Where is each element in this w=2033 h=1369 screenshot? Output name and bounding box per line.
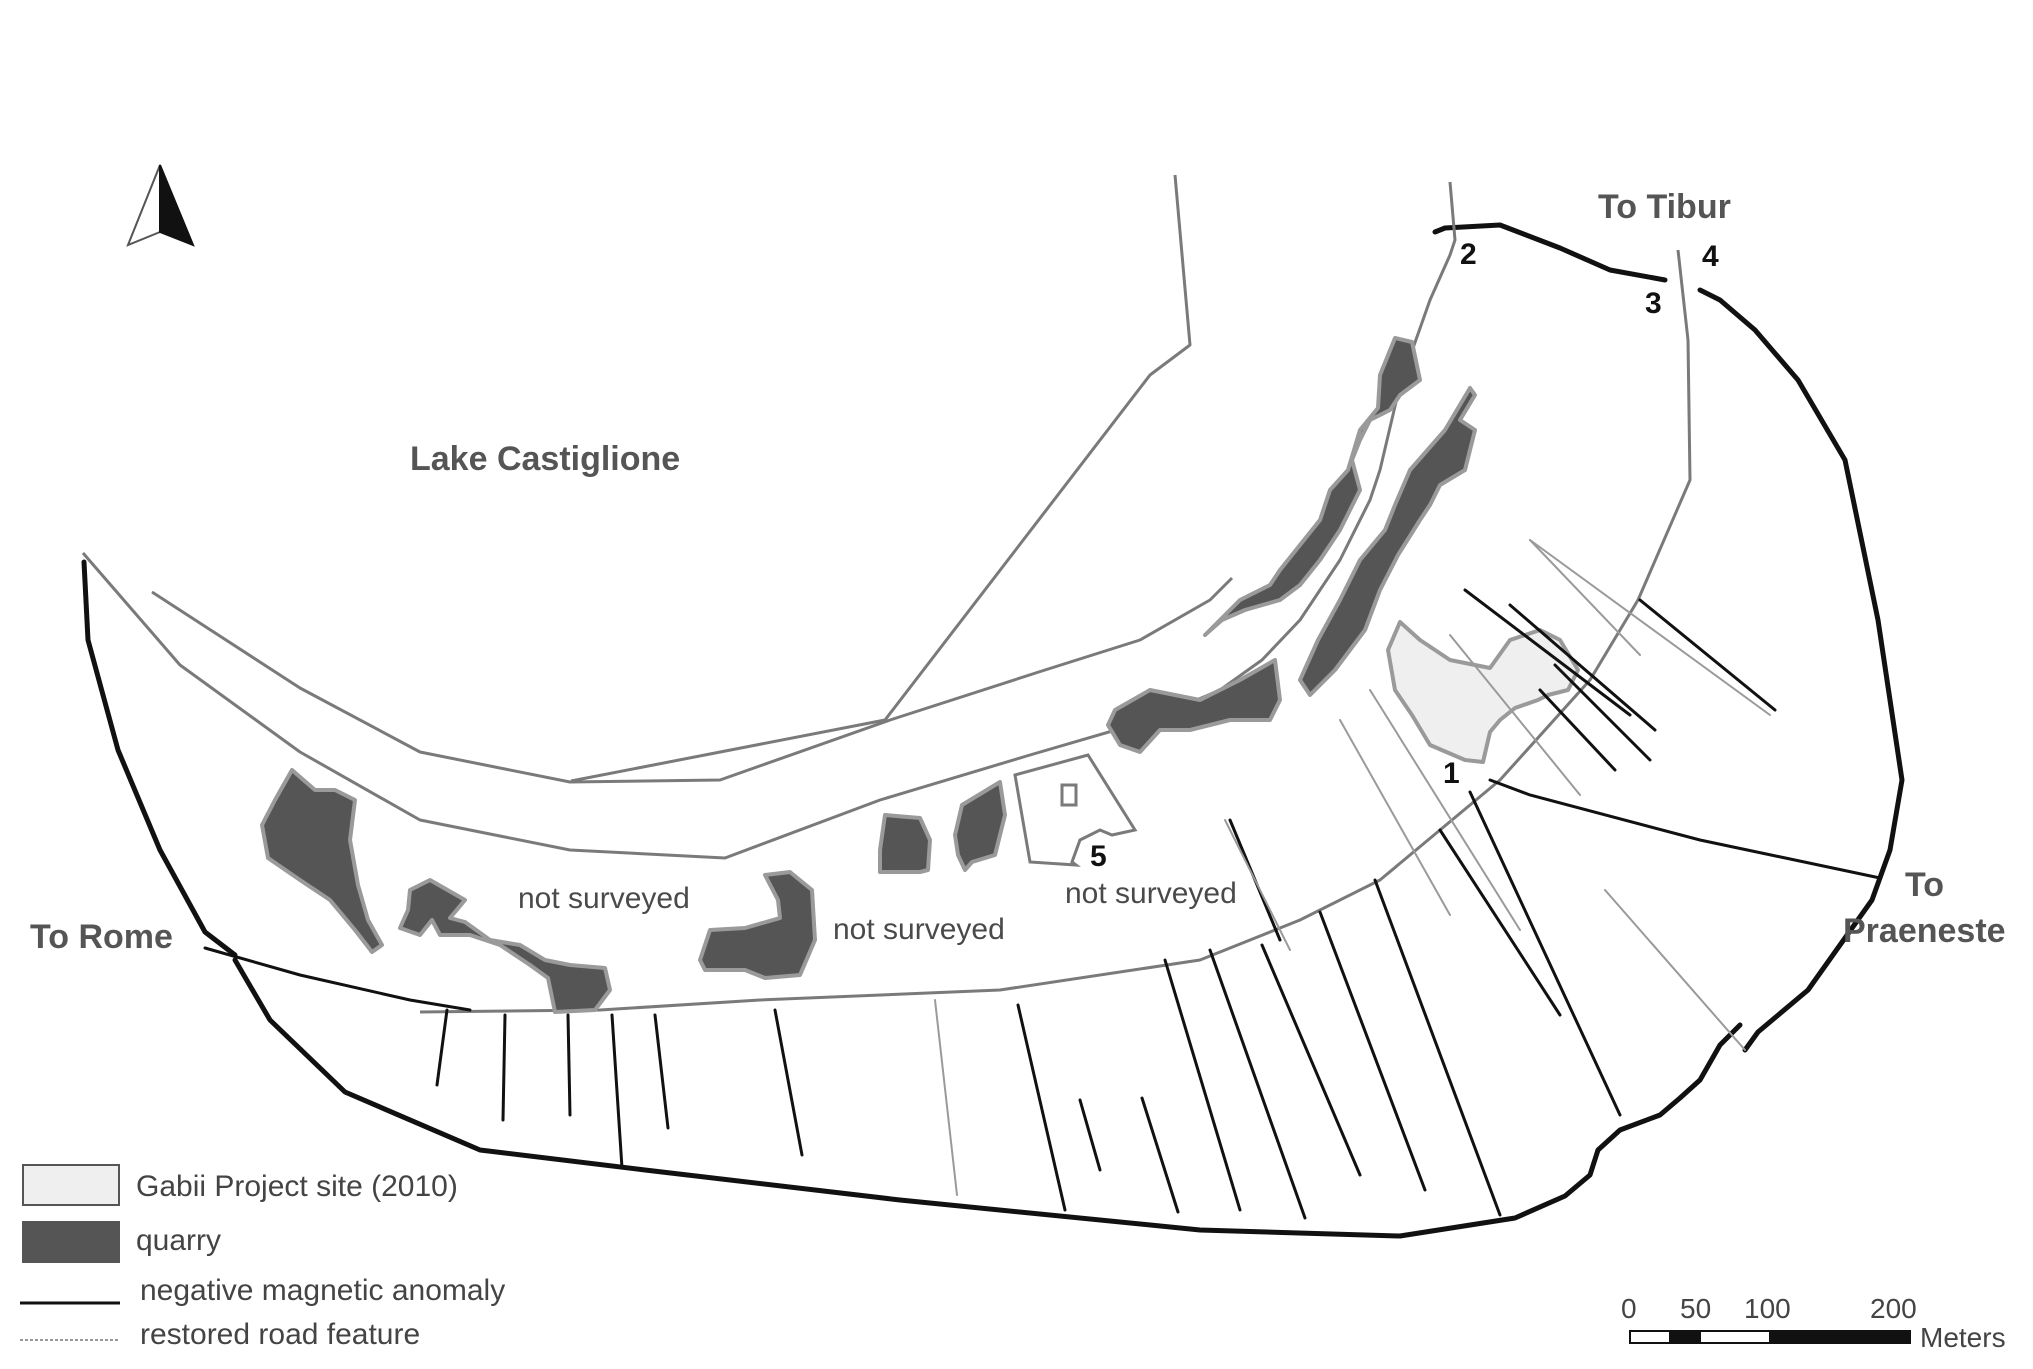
anomaly-line — [1163, 958, 1242, 1212]
lake-shore-north — [570, 174, 1192, 783]
restored-road-features — [934, 539, 1771, 1196]
anomaly-line — [1538, 688, 1617, 772]
lake-label: Lake Castiglione — [410, 440, 681, 478]
anomaly-line — [501, 1013, 507, 1122]
anomaly-line — [1140, 1096, 1180, 1214]
lake-shore-outer — [81, 181, 1457, 860]
anomaly-line — [1208, 948, 1307, 1220]
anomaly-line — [1468, 790, 1622, 1117]
scale-tick-200: 200 — [1870, 1293, 1917, 1324]
structure-5 — [1013, 753, 1138, 867]
quarry-5 — [953, 780, 1007, 872]
gabii-project-site — [1386, 620, 1580, 764]
anomaly-line — [1016, 1003, 1067, 1212]
boundary-south-outer — [232, 957, 1743, 1239]
legend-swatches — [20, 1164, 120, 1341]
road-feature-line — [1529, 539, 1771, 716]
lake-shore-inner — [151, 576, 1234, 784]
roads — [203, 778, 1882, 1012]
quarry-6 — [1106, 658, 1282, 754]
anomaly-line — [566, 1013, 572, 1117]
anomaly-line — [1508, 603, 1657, 732]
quarry-1 — [260, 768, 384, 954]
site-number-2: 2 — [1460, 238, 1477, 271]
anomaly-line — [773, 1008, 804, 1157]
road-feature-line — [1449, 634, 1581, 796]
destination-praeneste-to: To — [1905, 866, 1945, 904]
scale-bar-graphic — [1629, 1330, 1911, 1344]
destination-praeneste: Praeneste — [1843, 912, 2006, 950]
boundary-west-outer — [81, 559, 238, 958]
scale-tick-0: 0 — [1621, 1293, 1637, 1324]
road-to-praeneste — [1488, 778, 1882, 880]
boundary-east-outer — [1697, 287, 1905, 1053]
road-feature-line — [1339, 719, 1451, 916]
quarry-4 — [878, 813, 932, 874]
site-number-1: 1 — [1443, 757, 1460, 790]
scale-tick-50: 50 — [1680, 1293, 1712, 1324]
anomaly-line — [653, 1013, 670, 1130]
anomaly-line — [610, 1013, 624, 1170]
not-surveyed-label-2: not surveyed — [833, 913, 1005, 946]
anomaly-line — [1638, 598, 1777, 712]
anomaly-line — [1078, 1098, 1102, 1172]
quarries — [260, 336, 1477, 1014]
survey-outlines — [81, 174, 1692, 1014]
survey-edge-east — [419, 249, 1692, 1014]
scale-unit: Meters — [1920, 1322, 2006, 1353]
anomaly-line — [1373, 878, 1502, 1217]
destination-tibur: To Tibur — [1598, 188, 1731, 226]
survey-boundary — [81, 222, 1905, 1239]
site-number-3: 3 — [1645, 287, 1662, 320]
quarry-8 — [1298, 386, 1477, 697]
north-arrow-icon — [126, 164, 195, 247]
legend-label-gabii-site: Gabii Project site (2010) — [136, 1170, 458, 1203]
scale-tick-100: 100 — [1744, 1293, 1791, 1324]
road-feature-line — [934, 999, 958, 1196]
site-number-5: 5 — [1090, 840, 1107, 873]
road-feature-line — [1529, 539, 1641, 656]
quarry-2 — [398, 878, 612, 1014]
legend-label-quarry: quarry — [136, 1224, 222, 1257]
anomaly-line — [435, 1008, 449, 1087]
anomaly-line — [1260, 943, 1362, 1177]
road-feature-line — [1604, 889, 1746, 1051]
not-surveyed-label-1: not surveyed — [518, 882, 690, 915]
quarry-7 — [1203, 336, 1422, 637]
legend-label-anomaly: negative magnetic anomaly — [140, 1274, 506, 1307]
anomaly-line — [1318, 910, 1427, 1192]
gabii-site-swatch — [22, 1164, 120, 1206]
destination-rome: To Rome — [30, 918, 173, 956]
magnetic-anomalies — [435, 588, 1777, 1220]
anomaly-line — [1438, 828, 1562, 1017]
not-surveyed-label-3: not surveyed — [1065, 877, 1237, 910]
road-feature-line — [1369, 689, 1521, 931]
legend-label-road: restored road feature — [140, 1318, 421, 1351]
road-to-rome — [203, 946, 472, 1012]
anomaly-line — [1463, 588, 1632, 717]
site-number-4: 4 — [1702, 240, 1719, 273]
quarry-swatch — [22, 1221, 120, 1263]
anomaly-line — [1553, 663, 1652, 762]
boundary-north-road — [1432, 222, 1668, 283]
road-feature-line — [1224, 819, 1291, 951]
quarry-3 — [698, 870, 817, 980]
